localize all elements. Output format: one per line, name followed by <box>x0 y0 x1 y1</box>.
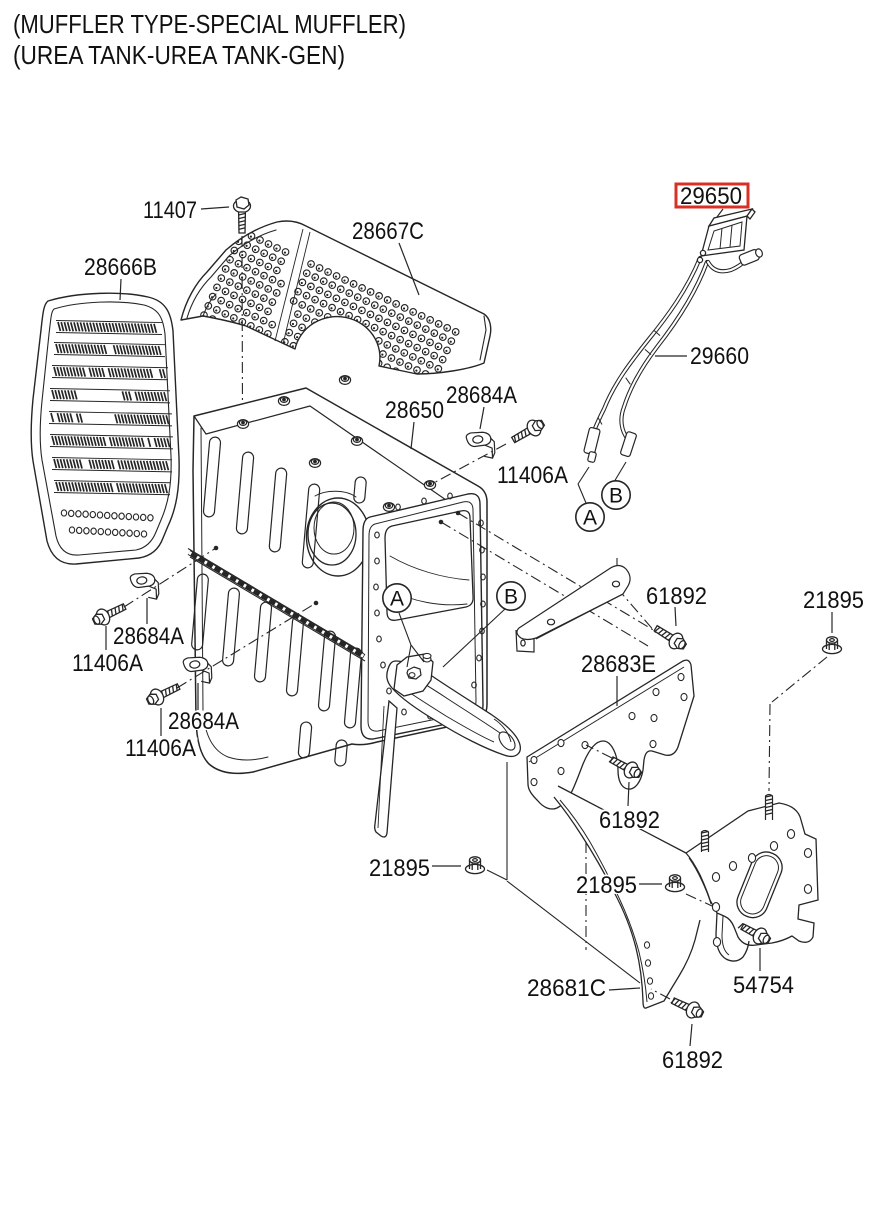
svg-text:29650: 29650 <box>680 183 742 210</box>
svg-text:A: A <box>583 507 597 530</box>
svg-text:28681C: 28681C <box>527 975 606 1002</box>
svg-text:28683E: 28683E <box>581 651 656 678</box>
svg-text:B: B <box>504 586 518 609</box>
svg-text:11406A: 11406A <box>72 650 144 677</box>
svg-text:28684A: 28684A <box>113 623 185 650</box>
svg-text:A: A <box>390 588 404 611</box>
svg-text:(MUFFLER TYPE-SPECIAL MUFFLER): (MUFFLER TYPE-SPECIAL MUFFLER) <box>13 11 406 39</box>
svg-text:11407: 11407 <box>143 197 197 224</box>
svg-text:61892: 61892 <box>599 807 660 834</box>
svg-text:(UREA TANK-UREA TANK-GEN): (UREA TANK-UREA TANK-GEN) <box>13 42 345 70</box>
svg-text:21895: 21895 <box>803 587 864 614</box>
svg-text:21895: 21895 <box>576 872 637 899</box>
svg-text:11406A: 11406A <box>125 735 197 762</box>
svg-text:61892: 61892 <box>646 583 707 610</box>
svg-text:61892: 61892 <box>662 1047 723 1074</box>
svg-text:28667C: 28667C <box>352 218 424 245</box>
svg-text:28666B: 28666B <box>84 254 157 281</box>
svg-text:21895: 21895 <box>369 855 430 882</box>
svg-text:B: B <box>609 485 623 508</box>
svg-text:54754: 54754 <box>733 972 794 999</box>
svg-text:11406A: 11406A <box>497 462 569 489</box>
svg-text:28684A: 28684A <box>446 382 518 409</box>
svg-text:29660: 29660 <box>690 343 749 370</box>
svg-text:28650: 28650 <box>385 397 444 424</box>
svg-text:28684A: 28684A <box>168 708 240 735</box>
